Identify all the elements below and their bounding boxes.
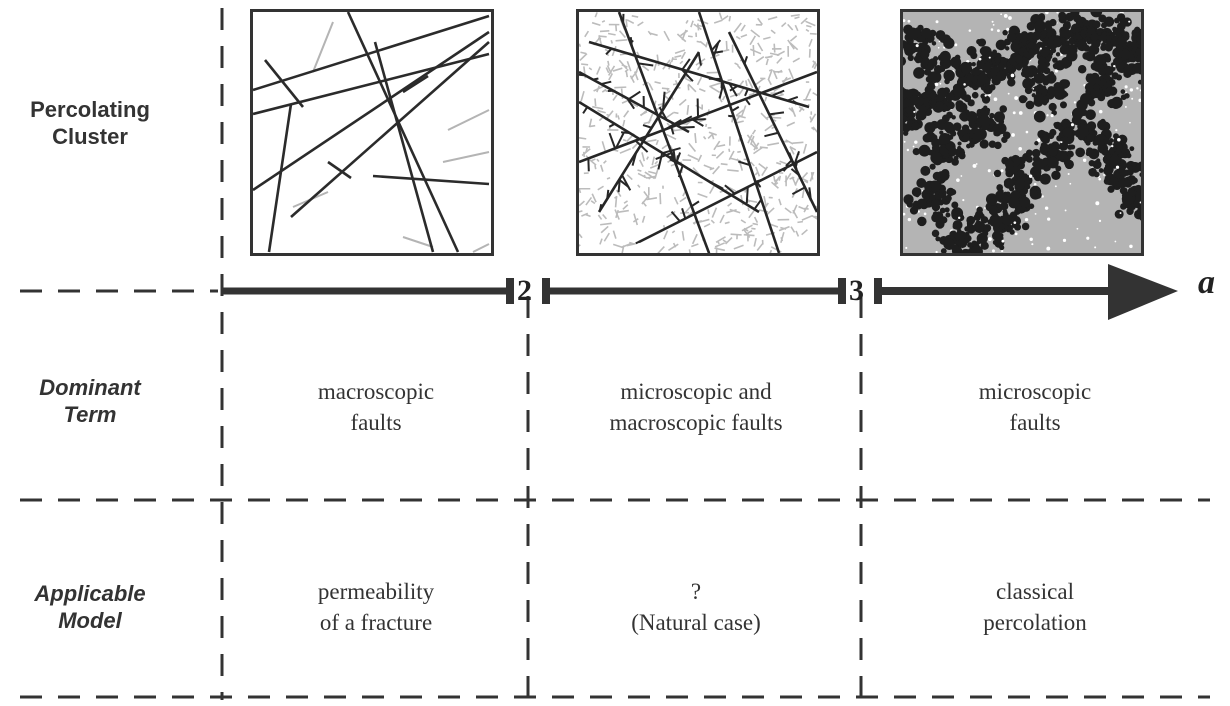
axis-tick-3-left [838,278,846,304]
cluster-panel-macroscopic [250,9,494,256]
row-label-dominant-term: Dominant Term [39,375,141,427]
axis-tick-label-2: 2 [517,274,532,307]
cluster-panel-mixed [576,9,820,256]
cluster-panel-microscopic [900,9,1144,256]
row-label-percolating-cluster: Percolating Cluster [30,97,150,149]
cell-applicable-model-regime-2: ?(Natural case) [631,579,761,635]
axis-variable-label: a [1198,264,1215,301]
axis-arrowhead [1108,264,1178,320]
axis-tick-label-3: 3 [849,274,864,307]
row-label-applicable-model: Applicable Model [34,581,146,633]
axis-tick-2-left [506,278,514,304]
